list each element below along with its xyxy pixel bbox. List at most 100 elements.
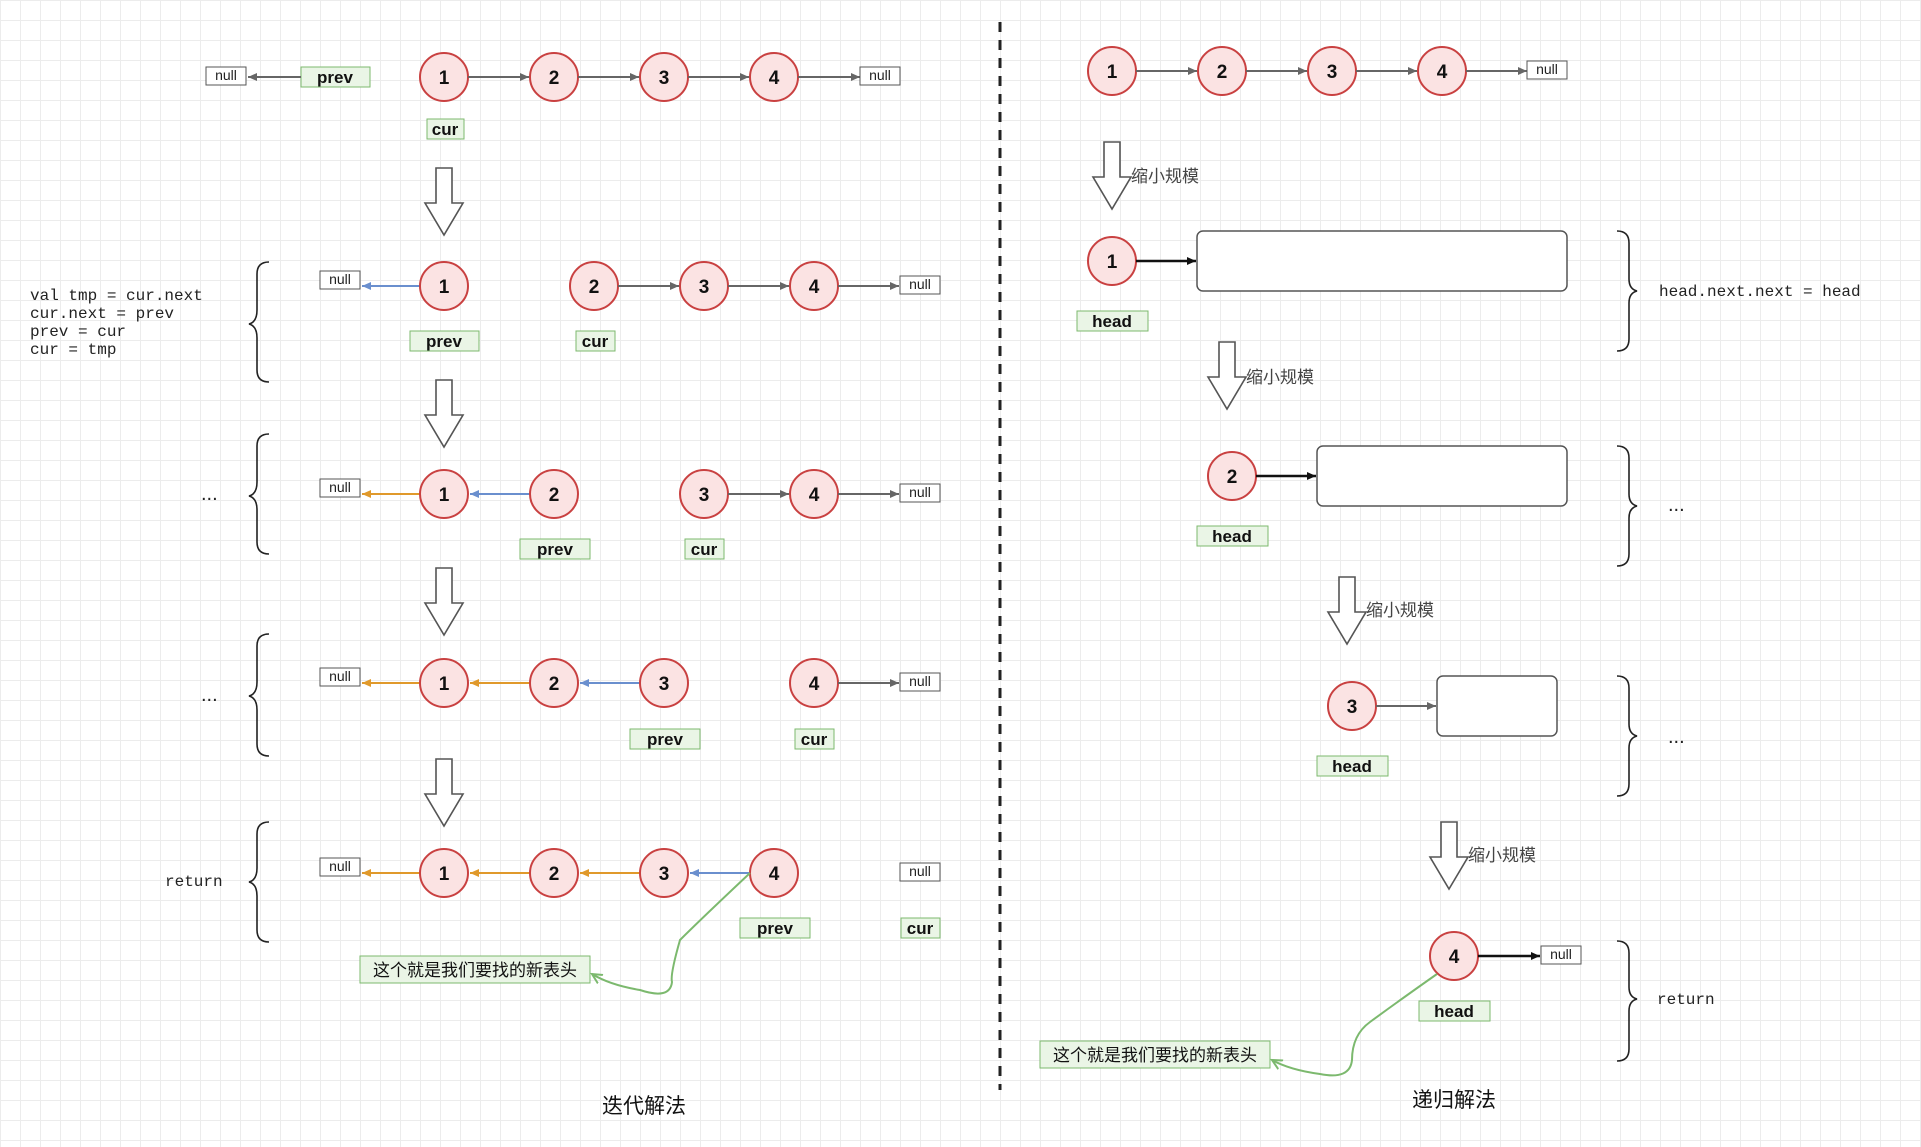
rec-level-4: 4 null head return 这个就是我们要找的新表头 xyxy=(1039,931,1715,1077)
svg-text:head: head xyxy=(1434,1002,1474,1021)
svg-text:null: null xyxy=(329,479,351,495)
list-node-4: 4 xyxy=(749,52,799,102)
list-node-2: 2 xyxy=(569,261,619,311)
list-node-3: 3 xyxy=(1307,46,1357,96)
svg-text:1: 1 xyxy=(439,68,450,89)
head-tag: head xyxy=(1196,525,1269,547)
svg-text:null: null xyxy=(909,863,931,879)
step-down-arrow xyxy=(423,167,465,237)
svg-text:prev: prev xyxy=(537,540,573,559)
svg-text:3: 3 xyxy=(659,864,670,885)
svg-text:3: 3 xyxy=(659,674,670,695)
svg-text:prev: prev xyxy=(317,68,353,87)
sublist-box xyxy=(1436,675,1558,737)
svg-text:return: return xyxy=(165,873,223,891)
step-down-arrow xyxy=(423,758,465,828)
brace xyxy=(1616,445,1638,567)
new-head-pointer-arrow xyxy=(592,872,751,995)
brace xyxy=(248,261,270,383)
prev-tag: prev xyxy=(409,330,480,352)
svg-text:head: head xyxy=(1332,757,1372,776)
svg-text:4: 4 xyxy=(769,68,780,89)
null-box: null xyxy=(319,857,361,877)
brace xyxy=(248,821,270,943)
null-box: null xyxy=(859,66,901,86)
svg-text:head: head xyxy=(1092,312,1132,331)
prev-tag: prev xyxy=(629,728,701,750)
code-block: val tmp = cur.next cur.next = prev prev … xyxy=(30,287,203,359)
null-box: null xyxy=(205,66,247,86)
svg-text:null: null xyxy=(1536,61,1558,77)
shrink-arrow xyxy=(1206,341,1248,411)
svg-text:2: 2 xyxy=(549,68,560,89)
list-node-1: 1 xyxy=(419,261,469,311)
prev-tag: prev xyxy=(739,917,811,939)
rec-level-1: 1 head head.next.next = head xyxy=(1076,230,1861,352)
shrink-arrow xyxy=(1091,141,1133,211)
shrink-label: 缩小规模 xyxy=(1366,601,1434,621)
prev-tag: prev xyxy=(519,538,591,560)
list-node-3: 3 xyxy=(639,658,689,708)
prev-tag: prev xyxy=(300,66,371,88)
svg-text:head: head xyxy=(1212,527,1252,546)
list-node-3: 3 xyxy=(679,469,729,519)
list-node-4: 4 xyxy=(789,469,839,519)
brace xyxy=(248,433,270,555)
svg-text:3: 3 xyxy=(699,485,710,506)
list-node-1: 1 xyxy=(1087,236,1137,286)
iter-row-3: ... null 1 2 3 4 null prev cur xyxy=(201,433,941,560)
svg-text:4: 4 xyxy=(769,864,780,885)
svg-text:1: 1 xyxy=(439,485,450,506)
brace xyxy=(248,633,270,757)
list-node-4: 4 xyxy=(1429,931,1479,981)
svg-text:...: ... xyxy=(201,684,218,706)
svg-text:1: 1 xyxy=(439,674,450,695)
svg-text:cur = tmp: cur = tmp xyxy=(30,341,116,359)
svg-text:4: 4 xyxy=(1437,62,1448,83)
cur-tag: cur xyxy=(575,330,616,352)
svg-text:这个就是我们要找的新表头: 这个就是我们要找的新表头 xyxy=(1053,1046,1257,1066)
iter-row-4: ... null 1 2 3 4 null prev cur xyxy=(201,633,941,757)
svg-text:4: 4 xyxy=(809,277,820,298)
svg-text:null: null xyxy=(869,67,891,83)
svg-text:null: null xyxy=(215,67,237,83)
sublist-box xyxy=(1196,230,1568,292)
list-node-1: 1 xyxy=(419,52,469,102)
svg-text:...: ... xyxy=(201,483,218,505)
svg-text:cur: cur xyxy=(801,730,828,749)
shrink-label: 缩小规模 xyxy=(1246,368,1314,388)
shrink-label: 缩小规模 xyxy=(1131,167,1199,187)
list-node-4: 4 xyxy=(789,261,839,311)
svg-text:这个就是我们要找的新表头: 这个就是我们要找的新表头 xyxy=(373,961,577,981)
list-node-1: 1 xyxy=(419,658,469,708)
null-box: null xyxy=(319,478,361,498)
new-head-note: 这个就是我们要找的新表头 xyxy=(1039,1040,1271,1069)
list-node-1: 1 xyxy=(419,848,469,898)
svg-text:null: null xyxy=(329,668,351,684)
svg-text:1: 1 xyxy=(439,864,450,885)
list-node-2: 2 xyxy=(529,848,579,898)
svg-text:cur.next = prev: cur.next = prev xyxy=(30,305,174,323)
list-node-2: 2 xyxy=(1197,46,1247,96)
svg-text:null: null xyxy=(909,484,931,500)
list-node-2: 2 xyxy=(529,52,579,102)
svg-text:null: null xyxy=(1550,946,1572,962)
list-node-4: 4 xyxy=(1417,46,1467,96)
svg-text:3: 3 xyxy=(1347,697,1358,718)
list-node-3: 3 xyxy=(639,52,689,102)
list-node-1: 1 xyxy=(1087,46,1137,96)
svg-text:3: 3 xyxy=(699,277,710,298)
svg-text:prev = cur: prev = cur xyxy=(30,323,126,341)
svg-text:null: null xyxy=(909,276,931,292)
svg-text:3: 3 xyxy=(659,68,670,89)
null-box: null xyxy=(899,275,941,295)
shrink-arrow xyxy=(1428,821,1470,891)
list-node-2: 2 xyxy=(529,658,579,708)
svg-text:null: null xyxy=(909,673,931,689)
sublist-box xyxy=(1316,445,1568,507)
list-node-1: 1 xyxy=(419,469,469,519)
recursive-caption: 递归解法 xyxy=(1412,1088,1496,1112)
svg-text:4: 4 xyxy=(809,674,820,695)
list-node-3: 3 xyxy=(639,848,689,898)
svg-text:1: 1 xyxy=(1107,252,1118,273)
